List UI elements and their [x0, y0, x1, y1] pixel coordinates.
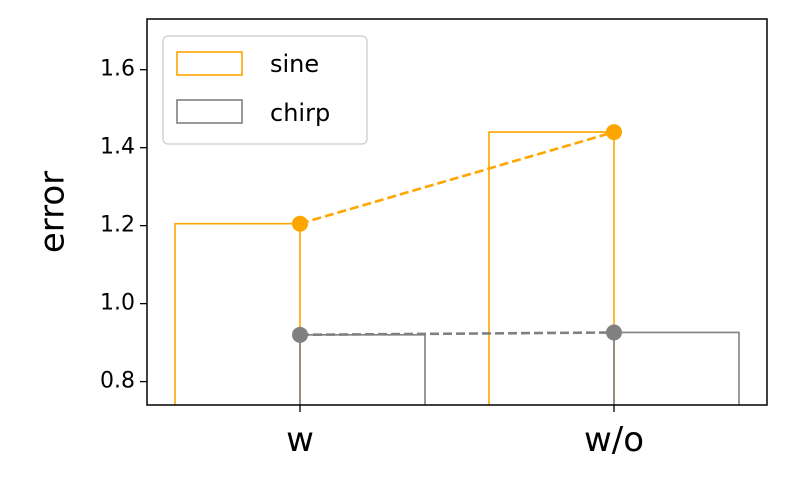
point-sine-w/o [606, 124, 622, 141]
legend-label-sine: sine [270, 50, 319, 78]
bar-sine-w [174, 222, 301, 405]
y-tick-label-1.2: 1.2 [100, 213, 135, 238]
bars-layer [174, 131, 740, 405]
trend-line-sine [299, 130, 615, 225]
x-tick-label-w: w [286, 420, 314, 460]
y-tick-label-0.8: 0.8 [100, 369, 135, 394]
legend-label-chirp: chirp [270, 99, 330, 127]
y-tick-label-1.6: 1.6 [100, 57, 135, 82]
point-sine-w [292, 215, 308, 232]
lines-layer [292, 124, 622, 343]
y-axis: 0.8 1.0 1.2 1.4 1.6 [100, 57, 147, 394]
y-tick-label-1.0: 1.0 [100, 291, 135, 316]
x-axis: w w/o [286, 405, 644, 460]
legend-box [162, 35, 368, 145]
x-tick-label-w/o: w/o [584, 420, 644, 460]
bar-chirp-w [299, 334, 426, 405]
legend-swatch-sine [176, 51, 243, 76]
plot-frame [146, 18, 768, 406]
bar-chirp-w/o [613, 331, 740, 405]
bar-sine-w/o [488, 131, 615, 405]
point-chirp-w/o [606, 324, 622, 341]
y-axis-title: error [33, 171, 73, 253]
legend-swatch-chirp [176, 99, 243, 124]
trend-line-chirp [299, 331, 615, 337]
legend: sine chirp [162, 35, 368, 145]
point-chirp-w [292, 326, 308, 343]
y-tick-label-1.4: 1.4 [100, 135, 135, 160]
